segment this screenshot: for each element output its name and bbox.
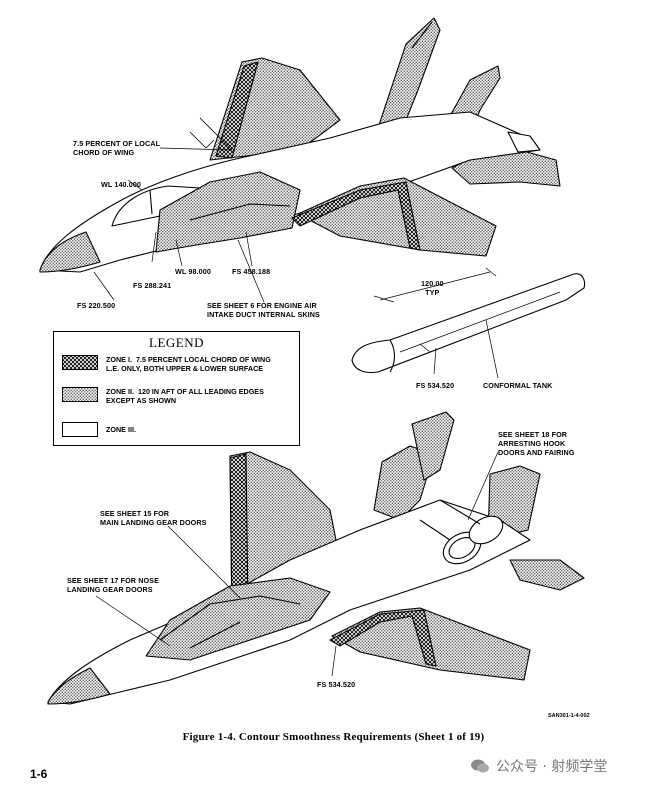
fs-458-callout: FS 458.188 <box>232 267 271 276</box>
wl-98-callout: WL 98.000 <box>175 267 211 276</box>
lower-right-vertical-tail <box>411 411 455 481</box>
watermark: 公众号 · 射频学堂 <box>470 756 607 776</box>
intake-zone <box>155 171 301 253</box>
lower-lower-wing-leading-edge <box>329 609 437 667</box>
zone-1-text: ZONE I. 7.5 PERCENT LOCAL CHORD OF WING … <box>106 355 271 373</box>
page-number: 1-6 <box>30 767 48 781</box>
sheet18-callout: SEE SHEET 18 FOR ARRESTING HOOK DOORS AN… <box>498 430 575 457</box>
fs-534-top-callout: FS 534.520 <box>416 381 455 390</box>
drawing-code: SAN301-1-4-002 <box>548 713 590 719</box>
zone-3-swatch <box>62 422 98 437</box>
zone-1-swatch <box>62 355 98 370</box>
dimension-120-callout: 120.00 TYP <box>421 279 444 297</box>
fs-534-bottom-callout: FS 534.520 <box>317 680 356 689</box>
landing-gear-zone <box>145 577 331 661</box>
lower-wing-leading-edge <box>291 181 421 251</box>
wechat-icon <box>471 759 489 773</box>
sheet15-callout: SEE SHEET 15 FOR MAIN LANDING GEAR DOORS <box>100 509 207 527</box>
upper-aircraft-view <box>39 17 561 303</box>
local-chord-callout: 7.5 PERCENT OF LOCAL CHORD OF WING <box>73 139 161 157</box>
sheet17-callout: SEE SHEET 17 FOR NOSE LANDING GEAR DOORS <box>67 576 159 594</box>
lower-leader-lines <box>95 451 499 677</box>
upper-wing-leading-edge <box>215 61 259 159</box>
zone-2-text: ZONE II. 120 IN AFT OF ALL LEADING EDGES… <box>106 387 264 405</box>
lower-nose-radome <box>47 667 111 705</box>
nose-radome <box>39 231 101 273</box>
fs-288-callout: FS 288.241 <box>133 281 172 290</box>
figure-caption: Figure 1-4. Contour Smoothness Requireme… <box>182 731 485 743</box>
conformal-tank <box>351 273 586 374</box>
zone-3-text: ZONE III. <box>106 425 136 434</box>
legend-title: LEGEND <box>149 335 204 350</box>
conformal-tank-callout: CONFORMAL TANK <box>483 381 553 390</box>
upper-leader-lines <box>93 179 499 379</box>
fs-220-callout: FS 220.500 <box>77 301 116 310</box>
lower-aircraft-view <box>47 411 585 705</box>
wl-140-callout: WL 140.000 <box>101 180 142 189</box>
watermark-text: 公众号 · 射频学堂 <box>496 759 608 775</box>
zone-2-swatch <box>62 387 98 402</box>
sheet6-callout: SEE SHEET 6 FOR ENGINE AIR INTAKE DUCT I… <box>207 301 320 319</box>
legend-box: LEGEND ZONE I. 7.5 PERCENT LOCAL CHORD O… <box>53 331 300 446</box>
